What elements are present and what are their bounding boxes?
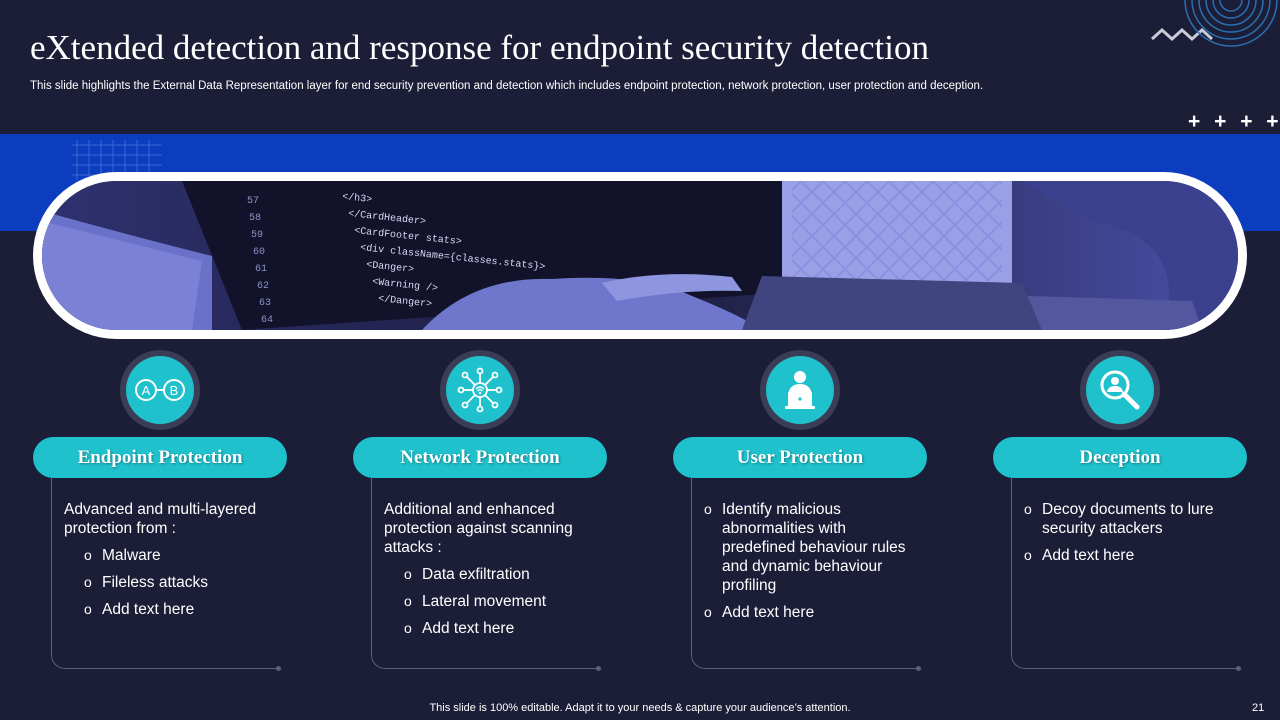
slide-subtitle: This slide highlights the External Data … <box>30 80 984 92</box>
card-bracket <box>51 478 279 669</box>
list-item: Malware <box>84 546 274 565</box>
bracket-dot <box>916 666 921 671</box>
card-intro: Advanced and multi-layered protection fr… <box>64 501 257 537</box>
page-number: 21 <box>1252 702 1265 714</box>
list-item: Fileless attacks <box>84 573 274 592</box>
card-title-pill: Endpoint Protection <box>33 437 287 478</box>
code-line: </h3> <box>342 191 373 206</box>
bracket-dot <box>596 666 601 671</box>
list-item: Add text here <box>704 603 914 622</box>
code-line: <Danger> <box>366 260 415 276</box>
search-user-icon <box>1100 370 1140 410</box>
code-line: </Danger> <box>378 293 433 311</box>
card-title: User Protection <box>736 446 864 468</box>
card-body: Additional and enhanced protection again… <box>384 500 594 646</box>
ab-connection-icon: A B <box>135 379 185 401</box>
code-line-number: 61 <box>255 264 267 275</box>
code-line-number: 60 <box>253 247 265 258</box>
card-title-pill: Network Protection <box>353 437 607 478</box>
icon-ring: A B <box>120 350 200 430</box>
icon-letter-a: A <box>142 383 151 398</box>
code-line-number: 64 <box>261 315 273 326</box>
card-bracket <box>691 478 919 669</box>
code-line-number: 57 <box>247 196 259 207</box>
card-deception: Deception Decoy documents to lure securi… <box>993 350 1247 672</box>
code-line-number: 59 <box>251 230 263 241</box>
code-line-number: 58 <box>249 213 261 224</box>
icon-ring <box>1080 350 1160 430</box>
card-intro: Additional and enhanced protection again… <box>384 501 573 556</box>
icon-circle <box>766 356 834 424</box>
list-item: Add text here <box>1024 546 1234 565</box>
zigzag-decoration-icon <box>1150 27 1214 42</box>
card-bracket <box>1011 478 1239 669</box>
list-item: Add text here <box>404 619 594 638</box>
card-user-protection: User Protection Identify malicious abnor… <box>673 350 927 672</box>
icon-ring <box>760 350 840 430</box>
network-hub-icon <box>457 367 503 413</box>
list-item: Data exfiltration <box>404 565 594 584</box>
card-body: Decoy documents to lure security attacke… <box>1024 500 1234 573</box>
icon-ring <box>440 350 520 430</box>
list-item: Add text here <box>84 600 274 619</box>
list-item: Lateral movement <box>404 592 594 611</box>
card-endpoint-protection: A B Endpoint Protection Advanced and mul… <box>33 350 287 672</box>
line-numbers: 57 58 59 60 61 62 63 64 <box>247 196 273 326</box>
card-title: Endpoint Protection <box>77 446 243 468</box>
card-title: Deception <box>1079 446 1161 468</box>
card-title-pill: Deception <box>993 437 1247 478</box>
plus-decoration: + + + + <box>1188 110 1280 133</box>
user-laptop-icon <box>785 371 815 409</box>
card-bracket <box>371 478 599 669</box>
card-body: Identify malicious abnormalities with pr… <box>704 500 914 630</box>
card-title-pill: User Protection <box>673 437 927 478</box>
card-network-protection: Network Protection Additional and enhanc… <box>353 350 607 672</box>
list-item: Decoy documents to lure security attacke… <box>1024 500 1234 538</box>
card-title: Network Protection <box>400 446 560 468</box>
slide-title: eXtended detection and response for endp… <box>30 28 929 67</box>
icon-circle: A B <box>126 356 194 424</box>
icon-letter-b: B <box>170 383 179 398</box>
list-item: Identify malicious abnormalities with pr… <box>704 500 914 595</box>
slide-footer: This slide is 100% editable. Adapt it to… <box>429 702 851 714</box>
bracket-dot <box>1236 666 1241 671</box>
icon-circle <box>446 356 514 424</box>
concentric-rings-decoration-icon <box>1184 0 1278 47</box>
code-line-number: 63 <box>259 298 271 309</box>
icon-circle <box>1086 356 1154 424</box>
bracket-dot <box>276 666 281 671</box>
card-body: Advanced and multi-layered protection fr… <box>64 500 274 627</box>
code-line-number: 62 <box>257 281 269 292</box>
